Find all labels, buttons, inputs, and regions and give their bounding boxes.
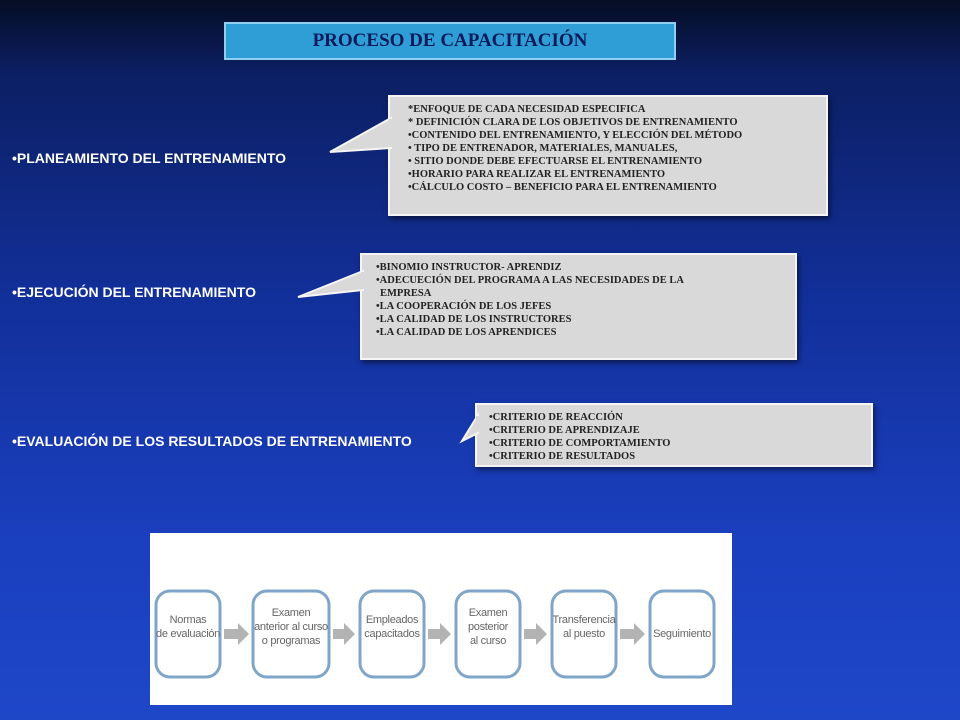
stage-label-ejecucion: •EJECUCIÓN DEL ENTRENAMIENTO [12, 284, 256, 300]
callout-item: •CRITERIO DE RESULTADOS [489, 451, 636, 462]
callout-item: •HORARIO PARA REALIZAR EL ENTRENAMIENTO [408, 169, 666, 180]
flow-step-examen-anterior: Examen anterior al curso o programas [254, 607, 328, 647]
flow-box-normas [154, 589, 222, 679]
callout-item: •CRITERIO DE REACCIÓN [489, 412, 623, 423]
callout-item: * DEFINICIÓN CLARA DE LOS OBJETIVOS DE E… [408, 117, 738, 128]
callout-item: •ADECUECIÓN DEL PROGRAMA A LAS NECESIDAD… [376, 275, 684, 286]
callout-item: •BINOMIO INSTRUCTOR- APRENDIZ [376, 262, 562, 273]
stage-label-evaluacion: •EVALUACIÓN DE LOS RESULTADOS DE ENTRENA… [12, 433, 412, 449]
callout-item: EMPRESA [380, 288, 432, 299]
callout-item: *ENFOQUE DE CADA NECESIDAD ESPECIFICA [408, 104, 646, 115]
callout-item: • SITIO DONDE DEBE EFECTUARSE EL ENTRENA… [408, 156, 703, 167]
flow-diagram: Normas de evaluación Examen anterior al … [150, 533, 732, 705]
flow-step-seguimiento: Seguimiento [653, 628, 711, 640]
callout-item: •CONTENIDO DEL ENTRENAMIENTO, Y ELECCIÓN… [408, 130, 743, 141]
flow-step-empleados: Empleados capacitados [364, 614, 420, 640]
flow-box-empleados [358, 589, 426, 679]
callout-item: •LA CALIDAD DE LOS INSTRUCTORES [376, 314, 572, 325]
callout-item: •LA COOPERACIÓN DE LOS JEFES [376, 301, 552, 312]
flow-step-examen-posterior: Examen posterior al curso [467, 607, 509, 647]
stage-label-planeamiento: •PLANEAMIENTO DEL ENTRENAMIENTO [12, 150, 287, 166]
callout-planeamiento: *ENFOQUE DE CADA NECESIDAD ESPECIFICA * … [388, 95, 828, 216]
callout-evaluacion: •CRITERIO DE REACCIÓN •CRITERIO DE APREN… [475, 403, 873, 467]
flow-arrow [620, 623, 645, 645]
flow-box-examen-posterior [454, 589, 522, 679]
flow-step-transferencia: Transferencia al puesto [552, 614, 616, 640]
flow-diagram-shapes [154, 589, 716, 679]
flow-box-examen-anterior [251, 589, 331, 679]
callout-item: • TIPO DE ENTRENADOR, MATERIALES, MANUAL… [408, 143, 678, 154]
callout-item: •CRITERIO DE APRENDIZAJE [489, 425, 640, 436]
flow-arrow [333, 623, 355, 645]
callout-item: •LA CALIDAD DE LOS APRENDICES [376, 327, 557, 338]
callout-ejecucion: •BINOMIO INSTRUCTOR- APRENDIZ •ADECUECIÓ… [360, 253, 797, 360]
callout-item: •CÁLCULO COSTO – BENEFICIO PARA EL ENTRE… [408, 182, 717, 193]
callout-tail-planeamiento [329, 116, 392, 153]
callout-item: •CRITERIO DE COMPORTAMIENTO [489, 438, 671, 449]
flow-box-seguimiento [648, 589, 716, 679]
flow-box-transferencia [550, 589, 618, 679]
flow-step-normas: Normas de evaluación [156, 614, 220, 640]
page-title: PROCESO DE CAPACITACIÓN [224, 22, 676, 60]
callout-tail-ejecucion [297, 269, 364, 298]
flow-arrow [224, 623, 249, 645]
flow-arrow [428, 623, 451, 645]
flow-arrow [524, 623, 547, 645]
